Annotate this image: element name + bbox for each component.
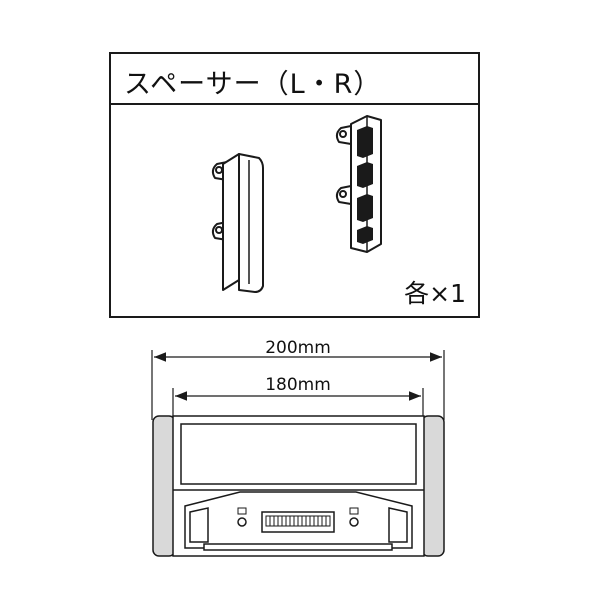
parts-title: スペーサー（L・R） bbox=[124, 69, 382, 100]
inner-width-dimension bbox=[172, 388, 424, 420]
spacer-left-drawing bbox=[211, 153, 264, 293]
display-panel bbox=[180, 423, 417, 485]
spacer-parts-box: スペーサー（L・R） bbox=[109, 52, 480, 318]
left-spacer-end bbox=[152, 415, 176, 557]
quantity-label: 各×1 bbox=[404, 279, 466, 308]
spacer-illustration bbox=[211, 115, 382, 293]
overall-width-label: 200mm bbox=[265, 338, 331, 358]
right-spacer-end bbox=[421, 415, 445, 557]
spacer-right-drawing bbox=[335, 115, 382, 253]
overall-width-dimension bbox=[151, 350, 445, 420]
inner-width-label: 180mm bbox=[265, 375, 331, 395]
title-divider bbox=[111, 103, 478, 105]
unit-front-view bbox=[152, 415, 445, 557]
